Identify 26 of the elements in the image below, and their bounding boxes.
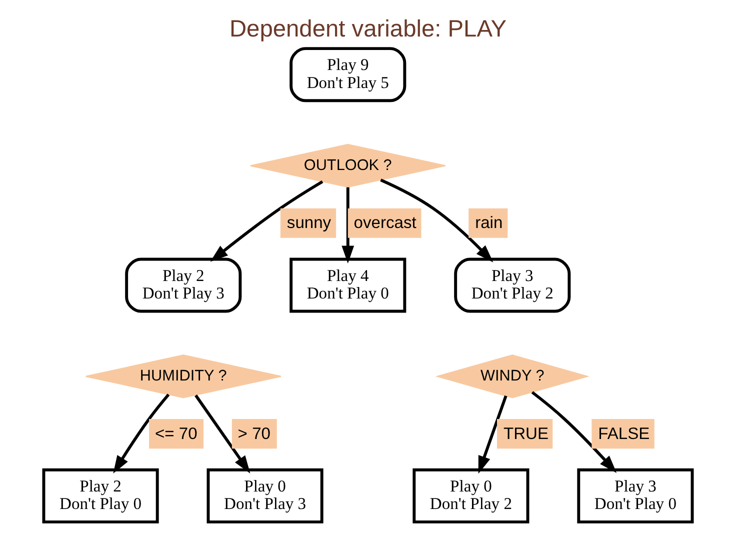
node-box: Play 3 Don't Play 0 <box>576 468 694 524</box>
node-diamond: HUMIDITY ? <box>84 354 281 398</box>
arrow <box>530 391 616 473</box>
node-diamond: OUTLOOK ? <box>249 144 446 188</box>
arrow <box>341 187 354 264</box>
diagram-title: Dependent variable: PLAY <box>228 16 506 43</box>
edge-label: > 70 <box>237 424 270 443</box>
arrow <box>210 180 323 262</box>
edge-label: rain <box>474 213 502 232</box>
node-box: Play 4 Don't Play 0 <box>289 258 406 313</box>
arrow <box>380 178 493 262</box>
edge-label: FALSE <box>598 424 650 443</box>
edge-label: sunny <box>286 213 331 232</box>
node-box: Play 2 Don't Play 0 <box>42 468 158 524</box>
node-box: Play 0 Don't Play 3 <box>206 468 323 524</box>
node-box: Play 3 Don't Play 2 <box>454 258 570 313</box>
edge-label: <= 70 <box>154 424 197 443</box>
arrow <box>478 395 507 474</box>
arrow <box>112 394 170 474</box>
node-box: Play 2 Don't Play 3 <box>124 258 242 313</box>
edge-label: overcast <box>353 213 416 232</box>
node-box: Play 9 Don't Play 5 <box>289 47 406 102</box>
node-diamond: WINDY ? <box>434 354 590 398</box>
edge-label: TRUE <box>503 424 548 443</box>
arrow <box>194 394 250 474</box>
node-box: Play 0 Don't Play 2 <box>412 468 529 524</box>
